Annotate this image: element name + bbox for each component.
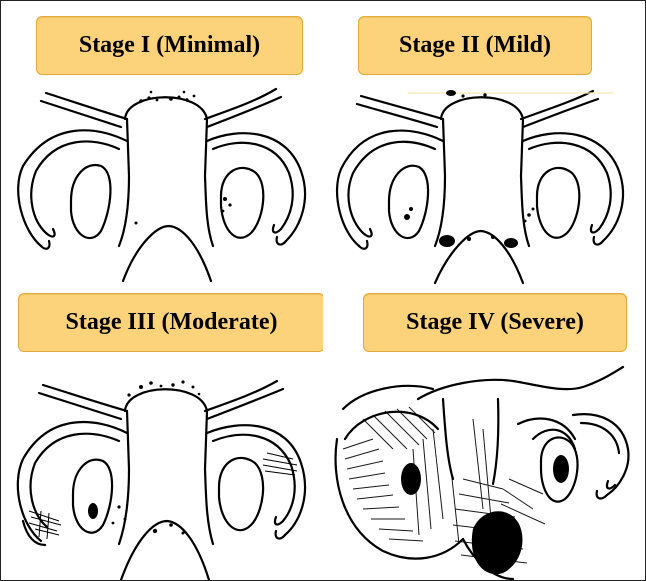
panel-stage-4: Stage IV (Severe): [323, 289, 645, 580]
stage-3-label: Stage III (Moderate): [18, 293, 323, 352]
stage-4-label: Stage IV (Severe): [363, 293, 627, 352]
panel-stage-1: Stage I (Minimal): [1, 1, 323, 289]
stage-1-label: Stage I (Minimal): [36, 16, 303, 75]
stage-2-label: Stage II (Mild): [358, 16, 592, 75]
panel-stage-3: Stage III (Moderate): [1, 289, 323, 580]
panel-stage-2: Stage II (Mild): [323, 1, 645, 289]
